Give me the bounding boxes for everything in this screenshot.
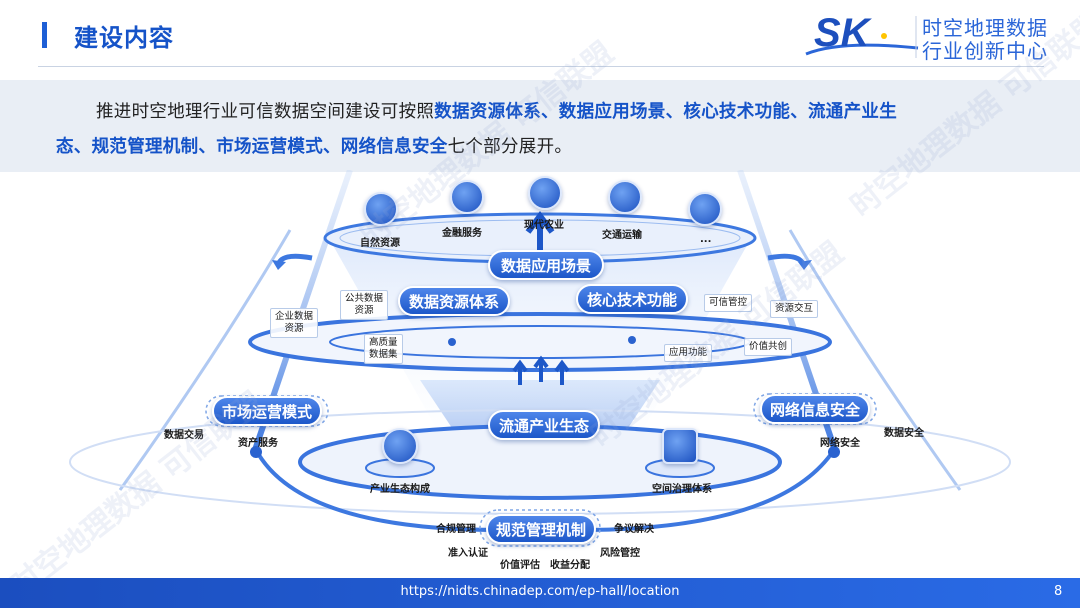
tag-public-data: 公共数据 资源 (340, 290, 389, 320)
pill-market-operation: 市场运营模式 (212, 396, 322, 426)
tag-app-function: 应用功能 (664, 344, 713, 362)
security-label-network: 网络安全 (820, 438, 860, 449)
intro-line-2-plain: 七个部分展开。 (447, 137, 573, 157)
pill-network-security: 网络信息安全 (760, 394, 870, 424)
title-accent-bar (42, 22, 47, 48)
pill-governance-mechanism: 规范管理机制 (486, 514, 596, 544)
top-item-label: 现代农业 (524, 220, 564, 231)
industry-label-composition: 产业生态构成 (370, 484, 430, 495)
intro-line-1-bold: 数据资源体系、数据应用场景、核心技术功能、流通产业生 (434, 102, 898, 122)
industry-label-space-governance: 空间治理体系 (652, 484, 712, 495)
dashboard-icon (662, 428, 698, 464)
security-label-data: 数据安全 (884, 428, 924, 439)
intro-line-1-plain: 推进时空地理行业可信数据空间建设可按照 (96, 102, 435, 122)
governance-label: 合规管理 (436, 524, 476, 535)
page-title: 建设内容 (74, 24, 174, 52)
intro-line-2: 态、规范管理机制、市场运营模式、网络信息安全七个部分展开。 (56, 133, 572, 158)
chart-icon (688, 192, 722, 226)
cloud-icon (382, 428, 418, 464)
logo-text-line1: 时空地理数据 (922, 16, 1048, 40)
tag-trusted-control: 可信管控 (704, 294, 753, 312)
car-icon (608, 180, 642, 214)
tag-value-cocreation: 价值共创 (744, 338, 793, 356)
governance-label: 争议解决 (614, 524, 654, 535)
governance-label: 风险管控 (600, 548, 640, 559)
intro-line-1: 推进时空地理行业可信数据空间建设可按照数据资源体系、数据应用场景、核心技术功能、… (96, 98, 897, 123)
governance-label: 收益分配 (550, 560, 590, 571)
top-item-label: 自然资源 (360, 238, 400, 249)
brand-logo: SK (805, 11, 919, 58)
pill-data-application-scenario: 数据应用场景 (488, 250, 604, 280)
architecture-diagram: 自然资源 金融服务 现代农业 交通运输 ... 数据应用场景 数据资源体系 核心… (0, 170, 1080, 578)
intro-panel (0, 80, 1080, 172)
footer-url: https://nidts.chinadep.com/ep-hall/locat… (400, 584, 680, 599)
governance-label: 准入认证 (448, 548, 488, 559)
footer-bar (0, 578, 1080, 608)
intro-line-2-bold: 态、规范管理机制、市场运营模式、网络信息安全 (56, 137, 448, 157)
coin-icon (450, 180, 484, 214)
logo-text-line2: 行业创新中心 (922, 39, 1048, 63)
pill-data-resource-system: 数据资源体系 (398, 286, 510, 316)
logo-mark: SK (814, 11, 873, 55)
page-number: 8 (1054, 584, 1063, 599)
leaf-icon (364, 192, 398, 226)
top-item-label: 金融服务 (442, 228, 482, 239)
header-divider (38, 66, 1044, 67)
tag-resource-exchange: 资源交互 (770, 300, 819, 318)
top-item-label: 交通运输 (602, 230, 642, 241)
governance-label: 价值评估 (500, 560, 540, 571)
tag-quality-dataset: 高质量 数据集 (364, 334, 403, 364)
market-label-asset: 资产服务 (238, 438, 278, 449)
tag-enterprise-data: 企业数据 资源 (270, 308, 319, 338)
pill-circulation-industry: 流通产业生态 (488, 410, 600, 440)
market-label-trade: 数据交易 (164, 430, 204, 441)
farm-icon (528, 176, 562, 210)
top-item-label: ... (700, 234, 712, 245)
pill-core-tech-function: 核心技术功能 (576, 284, 688, 314)
